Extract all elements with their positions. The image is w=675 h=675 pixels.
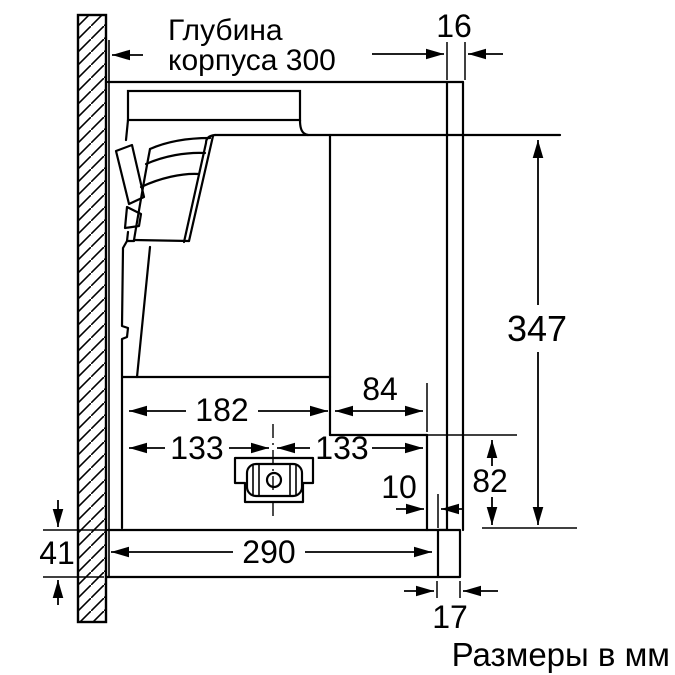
dim-front-panel-16: 16: [436, 8, 503, 80]
dim-10-label: 10: [381, 469, 417, 505]
dim-133-right-label: 133: [315, 430, 368, 466]
units-note: Размеры в мм: [452, 636, 670, 673]
fan-assembly: [114, 133, 217, 379]
dim-center-133-left: 133: [129, 430, 269, 466]
dim-depth-300: Глубина корпуса 300: [112, 14, 444, 77]
dim-handle-17: 17: [404, 581, 498, 635]
handle-strip: [436, 528, 462, 579]
dim-82-label: 82: [472, 463, 508, 499]
dim-depth-290: 290: [111, 534, 432, 570]
front-panel: [445, 80, 465, 532]
dim-step-height-82: 82: [427, 434, 517, 525]
dim-step-84: 84: [335, 371, 428, 432]
depth-label-line1: Глубина: [168, 14, 283, 47]
terminal-block: [233, 456, 315, 504]
dim-height-347: 347: [482, 140, 577, 529]
dim-182-label: 182: [195, 392, 248, 428]
dim-41-label: 41: [39, 535, 75, 571]
dim-gap-10: 10: [381, 469, 464, 528]
wall-section: [76, 13, 108, 624]
depth-label-line2: корпуса 300: [168, 44, 336, 77]
dim-16-label: 16: [436, 8, 472, 44]
dim-84-label: 84: [362, 371, 398, 407]
cabinet-top-box: [124, 89, 310, 142]
dim-133-left-label: 133: [170, 430, 223, 466]
dim-17-label: 17: [432, 599, 468, 635]
dim-347-label: 347: [507, 308, 567, 349]
dim-center-133-right: 133: [277, 430, 423, 466]
dim-290-label: 290: [242, 534, 295, 570]
hood-body: [104, 133, 562, 579]
dim-lip-41: 41: [39, 500, 107, 605]
dim-width-182: 182: [129, 392, 328, 428]
